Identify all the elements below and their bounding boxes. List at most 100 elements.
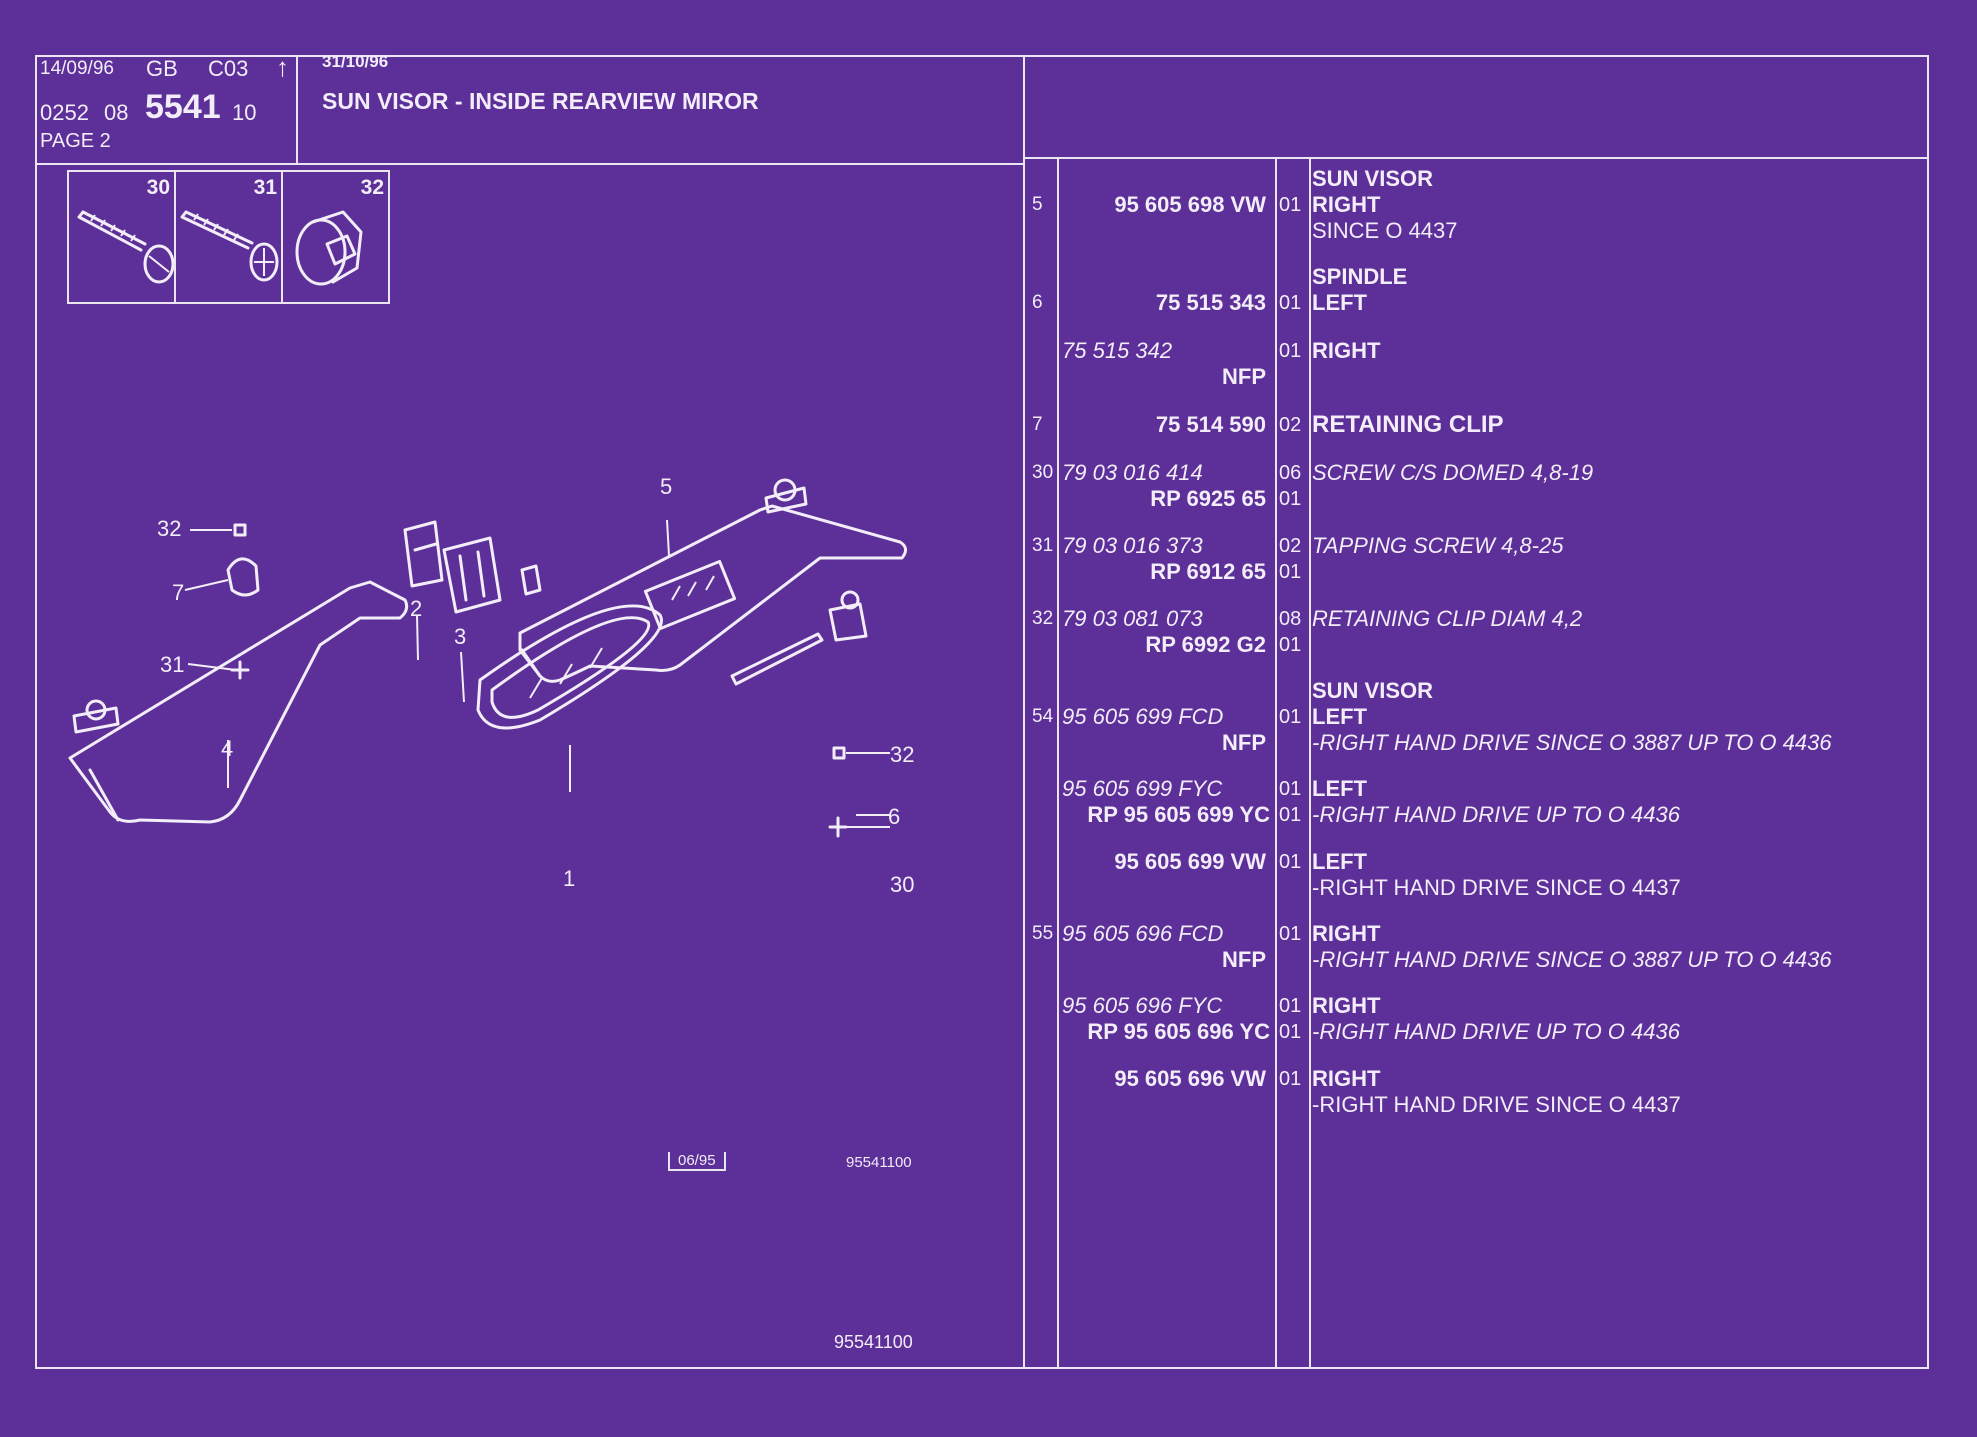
header-vertical-divider [296, 57, 298, 163]
part-number-alt: 95 605 699 FCD [1062, 704, 1224, 729]
part-number-alt: 79 03 016 373 [1062, 533, 1203, 558]
part-desc: RETAINING CLIP [1312, 411, 1504, 438]
callout-4: 4 [221, 736, 234, 761]
part-number: RP 6992 G2 [1145, 632, 1266, 657]
screw-icon [180, 210, 279, 282]
footer-ref-number: 95541100 [834, 1332, 913, 1352]
part-qty: 06 [1279, 462, 1302, 484]
part-number-alt: 79 03 081 073 [1062, 606, 1203, 631]
part-desc: TAPPING SCREW 4,8-25 [1312, 533, 1564, 558]
part-number: RP 6925 65 [1150, 486, 1266, 511]
part-ref: 31 [1032, 535, 1054, 556]
part-number: NFP [1222, 947, 1266, 972]
header-divider-left [35, 163, 1023, 165]
part-desc: LEFT [1312, 290, 1367, 315]
table-row: SUN VISOR 5 95 605 698 VW 01 RIGHT SINCE… [0, 166, 1977, 243]
part-qty-2: 01 [1279, 1021, 1302, 1043]
part-desc: RIGHT [1312, 192, 1381, 217]
part-qty: 02 [1279, 414, 1302, 436]
up-arrow-icon: ↑ [276, 52, 289, 82]
callout-30: 30 [890, 872, 915, 897]
part-qty: 01 [1279, 778, 1302, 800]
part-number-alt: 95 605 696 FCD [1062, 921, 1224, 946]
clip-stack-drawing [226, 523, 848, 838]
part-title: SUN VISOR [1312, 166, 1434, 191]
part-number: 75 514 590 [1155, 412, 1266, 437]
sun-visor-right-drawing [518, 478, 907, 683]
part-ref: 55 [1032, 923, 1054, 944]
callout-5: 5 [660, 474, 673, 499]
part-desc: LEFT [1312, 849, 1367, 874]
table-row: 95 605 696 VW 01 RIGHT -RIGHT HAND DRIVE… [0, 1066, 1977, 1117]
header-num1: 0252 [40, 100, 89, 125]
part-title: SUN VISOR [1312, 678, 1434, 703]
diagram-date-box: 06/95 [668, 1152, 726, 1171]
header-page: PAGE 2 [40, 130, 111, 152]
callout-7: 7 [172, 580, 185, 605]
part-number: RP 95 605 699 YC [1087, 802, 1270, 827]
part-title: SPINDLE [1312, 264, 1408, 289]
header-divider-right [1023, 157, 1927, 159]
part-note: SINCE O 4437 [1312, 218, 1458, 243]
ref-column-divider [1057, 159, 1059, 1367]
part-number-alt: 75 515 342 [1062, 338, 1173, 363]
part-number: NFP [1222, 364, 1266, 389]
part-number: 95 605 696 VW [1114, 1066, 1266, 1091]
part-desc: LEFT [1312, 776, 1367, 801]
clip-icon [295, 210, 363, 286]
part-note: -RIGHT HAND DRIVE SINCE O 4437 [1312, 875, 1681, 900]
part-qty: 01 [1279, 1068, 1302, 1090]
part-number: RP 95 605 696 YC [1087, 1019, 1270, 1044]
header-group: 5541 [145, 88, 221, 126]
part-desc: RIGHT [1312, 993, 1381, 1018]
thumb-label-30: 30 [146, 176, 170, 199]
thumb-label-32: 32 [360, 176, 384, 199]
table-row: 31 79 03 016 373 02 TAPPING SCREW 4,8-25… [0, 533, 1977, 584]
part-desc: RETAINING CLIP DIAM 4,2 [1312, 606, 1583, 631]
header-code: C03 [208, 56, 249, 81]
part-desc: RIGHT [1312, 338, 1381, 363]
part-qty: 01 [1279, 706, 1302, 728]
part-note: -RIGHT HAND DRIVE UP TO O 4436 [1312, 802, 1680, 827]
table-row: 95 605 699 FYC 01 LEFT RP 95 605 699 YC … [0, 776, 1977, 827]
exploded-diagram [68, 478, 907, 838]
part-ref: 5 [1032, 194, 1043, 215]
part-qty: 02 [1279, 535, 1302, 557]
part-number-alt: 95 605 696 FYC [1062, 993, 1223, 1018]
part-qty: 01 [1279, 194, 1302, 216]
qty-column-right-divider [1309, 159, 1311, 1367]
part-note: -RIGHT HAND DRIVE UP TO O 4436 [1312, 1019, 1680, 1044]
part-number-alt: 79 03 016 414 [1062, 460, 1203, 485]
header-num3: 10 [232, 100, 257, 125]
table-row: 32 79 03 081 073 08 RETAINING CLIP DIAM … [0, 606, 1977, 657]
part-ref: 6 [1032, 292, 1043, 313]
part-ref: 54 [1032, 706, 1054, 727]
part-desc: RIGHT [1312, 921, 1381, 946]
page-title: SUN VISOR - INSIDE REARVIEW MIROR [322, 88, 759, 114]
thumb-screw-30: 30 [67, 170, 176, 304]
sun-visor-left-drawing [68, 580, 409, 824]
part-number: RP 6912 65 [1150, 559, 1266, 584]
part-number: 75 515 343 [1155, 290, 1266, 315]
part-desc: LEFT [1312, 704, 1367, 729]
thumb-label-31: 31 [253, 176, 277, 199]
part-ref: 7 [1032, 414, 1043, 435]
table-row: SPINDLE 6 75 515 343 01 LEFT [0, 264, 1977, 315]
part-ref: 30 [1032, 462, 1054, 483]
table-row: 30 79 03 016 414 06 SCREW C/S DOMED 4,8-… [0, 460, 1977, 511]
clip-3-drawing [442, 536, 502, 614]
part-qty: 08 [1279, 608, 1302, 630]
callout-31: 31 [160, 652, 185, 677]
table-row: 75 515 342 01 RIGHT NFP [0, 338, 1977, 389]
header-num2: 08 [104, 100, 129, 125]
part-desc: RIGHT [1312, 1066, 1381, 1091]
thumb-clip-32: 32 [281, 170, 390, 304]
part-qty-2: 01 [1279, 561, 1302, 583]
part-number: 95 605 698 VW [1114, 192, 1266, 217]
rearview-mirror-drawing [476, 564, 663, 730]
table-row: 95 605 696 FYC 01 RIGHT RP 95 605 696 YC… [0, 993, 1977, 1044]
callout-32-right: 32 [890, 742, 915, 767]
header-lang: GB [146, 56, 178, 81]
callout-6: 6 [888, 804, 901, 829]
screw-icon [77, 210, 175, 284]
